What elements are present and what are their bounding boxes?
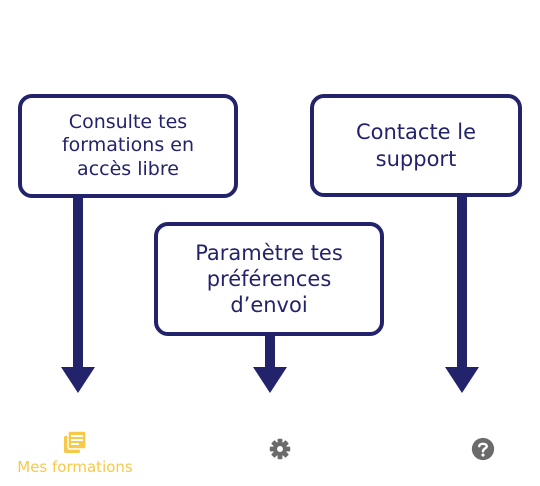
nav-label-formations: Mes formations	[17, 458, 133, 476]
nav-item-settings[interactable]	[205, 418, 355, 486]
arrow-support-head	[445, 367, 479, 393]
callout-settings-text: Paramètre tes préférences d’envoi	[195, 240, 343, 318]
arrow-formations-line	[73, 197, 83, 367]
callout-formations-text: Consulte tes formations en accès libre	[61, 110, 194, 180]
callout-formations: Consulte tes formations en accès libre	[18, 94, 238, 198]
help-circle-icon	[471, 437, 495, 461]
arrow-formations-head	[61, 367, 95, 393]
arrow-settings-line	[265, 335, 275, 368]
callout-settings: Paramètre tes préférences d’envoi	[154, 222, 384, 336]
arrow-settings-head	[253, 367, 287, 393]
callout-support: Contacte le support	[310, 94, 522, 197]
bottom-navigation: Mes formations	[0, 418, 540, 486]
gear-icon	[269, 438, 291, 460]
nav-item-formations[interactable]: Mes formations	[0, 418, 150, 486]
nav-item-help[interactable]	[408, 418, 540, 486]
arrow-support-line	[457, 196, 467, 368]
callout-support-text: Contacte le support	[355, 120, 477, 171]
book-list-icon	[64, 430, 87, 453]
